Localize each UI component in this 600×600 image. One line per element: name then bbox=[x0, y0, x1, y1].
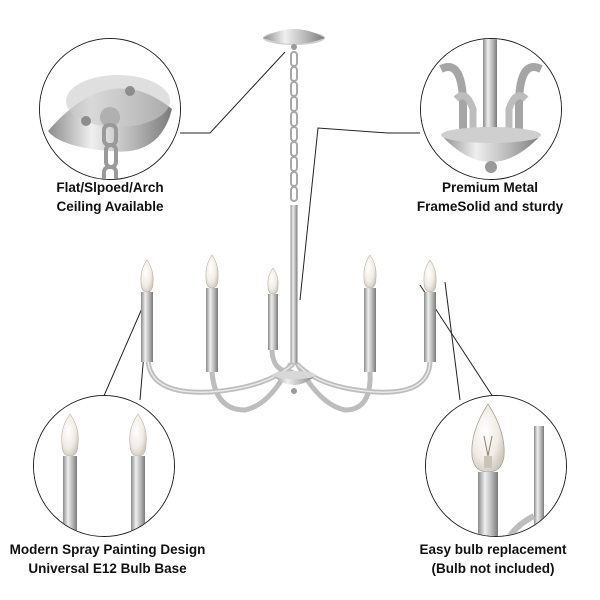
bulb-closeup-image bbox=[426, 396, 566, 536]
candle-sleeves bbox=[141, 288, 436, 372]
caption-bulb-line2: (Bulb not included) bbox=[431, 561, 555, 576]
ceiling-canopy bbox=[263, 29, 325, 50]
candle-bulbs bbox=[140, 254, 437, 295]
caption-painting-line2: Universal E12 Bulb Base bbox=[28, 561, 187, 576]
caption-painting: Modern Spray Painting Design Universal E… bbox=[0, 540, 215, 578]
detail-circle-frame bbox=[420, 38, 562, 180]
center-bowl bbox=[272, 371, 316, 394]
down-rod bbox=[290, 205, 298, 365]
caption-ceiling-line1: Flat/Slpoed/Arch bbox=[56, 180, 164, 195]
caption-frame-line2: FrameSolid and sturdy bbox=[416, 199, 564, 214]
caption-bulb: Easy bulb replacement (Bulb not included… bbox=[398, 540, 588, 578]
detail-circle-bulb bbox=[425, 395, 567, 537]
detail-circle-canopy bbox=[39, 38, 181, 180]
caption-bulb-line1: Easy bulb replacement bbox=[419, 542, 567, 557]
canopy-closeup-image bbox=[40, 39, 180, 179]
chain bbox=[290, 51, 298, 202]
caption-ceiling-line2: Ceiling Available bbox=[56, 199, 164, 214]
caption-frame: Premium Metal FrameSolid and sturdy bbox=[400, 178, 580, 216]
frame-closeup-image bbox=[421, 39, 561, 179]
caption-ceiling: Flat/Slpoed/Arch Ceiling Available bbox=[40, 178, 180, 216]
caption-frame-line1: Premium Metal bbox=[441, 180, 539, 195]
caption-painting-line1: Modern Spray Painting Design bbox=[9, 542, 206, 557]
callout-lines bbox=[102, 51, 496, 401]
detail-circle-sleeves bbox=[33, 395, 175, 537]
sleeves-closeup-image bbox=[34, 396, 174, 536]
